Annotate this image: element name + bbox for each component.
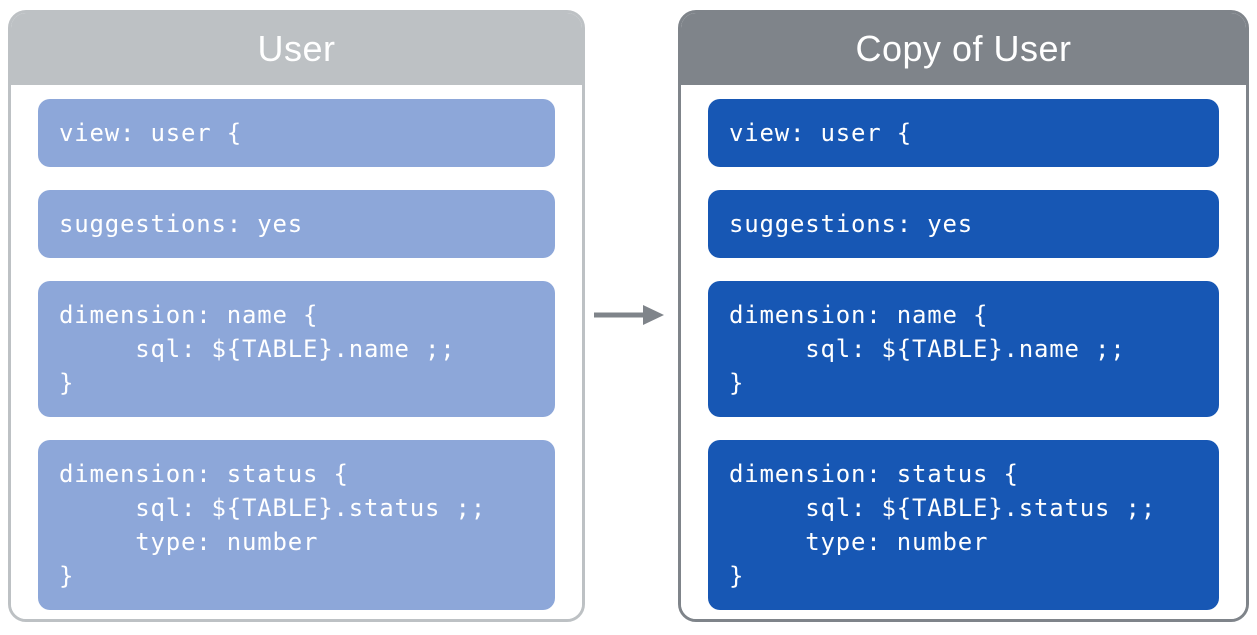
code-line: suggestions: yes <box>729 210 973 238</box>
code-block: view: user { <box>38 99 555 167</box>
code-line: } <box>59 562 75 590</box>
code-line: type: number <box>729 528 989 556</box>
code-line: } <box>59 369 75 397</box>
code-line: sql: ${TABLE}.name ;; <box>729 335 1126 363</box>
code-block: suggestions: yes <box>708 190 1219 258</box>
code-line: suggestions: yes <box>59 210 303 238</box>
panel-user: User view: user { suggestions: yes dimensi… <box>8 10 585 622</box>
code-line: } <box>729 369 745 397</box>
code-line: sql: ${TABLE}.status ;; <box>729 494 1156 522</box>
code-block: suggestions: yes <box>38 190 555 258</box>
code-block: view: user { <box>708 99 1219 167</box>
panel-user-header: User <box>11 13 582 85</box>
code-block: dimension: name { sql: ${TABLE}.name ;;} <box>708 281 1219 417</box>
panel-body: view: user { suggestions: yes dimension: n… <box>11 85 582 619</box>
code-line: view: user { <box>729 119 912 147</box>
code-line: sql: ${TABLE}.name ;; <box>59 335 456 363</box>
code-line: dimension: name { <box>59 301 319 329</box>
code-line: dimension: status { <box>729 460 1019 488</box>
code-line: dimension: status { <box>59 460 349 488</box>
code-line: } <box>729 562 745 590</box>
panel-user-title: User <box>257 28 336 69</box>
right-arrow-icon <box>594 305 664 325</box>
code-block: dimension: status { sql: ${TABLE}.status… <box>708 440 1219 610</box>
code-line: dimension: name { <box>729 301 989 329</box>
copy-arrow <box>593 302 665 328</box>
panel-copy-of-user-header: Copy of User <box>681 13 1246 85</box>
panel-body: view: user { suggestions: yes dimension: n… <box>681 85 1246 619</box>
code-line: type: number <box>59 528 319 556</box>
panel-copy-of-user: Copy of User view: user { suggestions: ye… <box>678 10 1249 622</box>
panel-copy-of-user-title: Copy of User <box>855 28 1072 69</box>
code-block: dimension: name { sql: ${TABLE}.name ;;} <box>38 281 555 417</box>
code-block: dimension: status { sql: ${TABLE}.status… <box>38 440 555 610</box>
code-line: sql: ${TABLE}.status ;; <box>59 494 486 522</box>
code-line: view: user { <box>59 119 242 147</box>
